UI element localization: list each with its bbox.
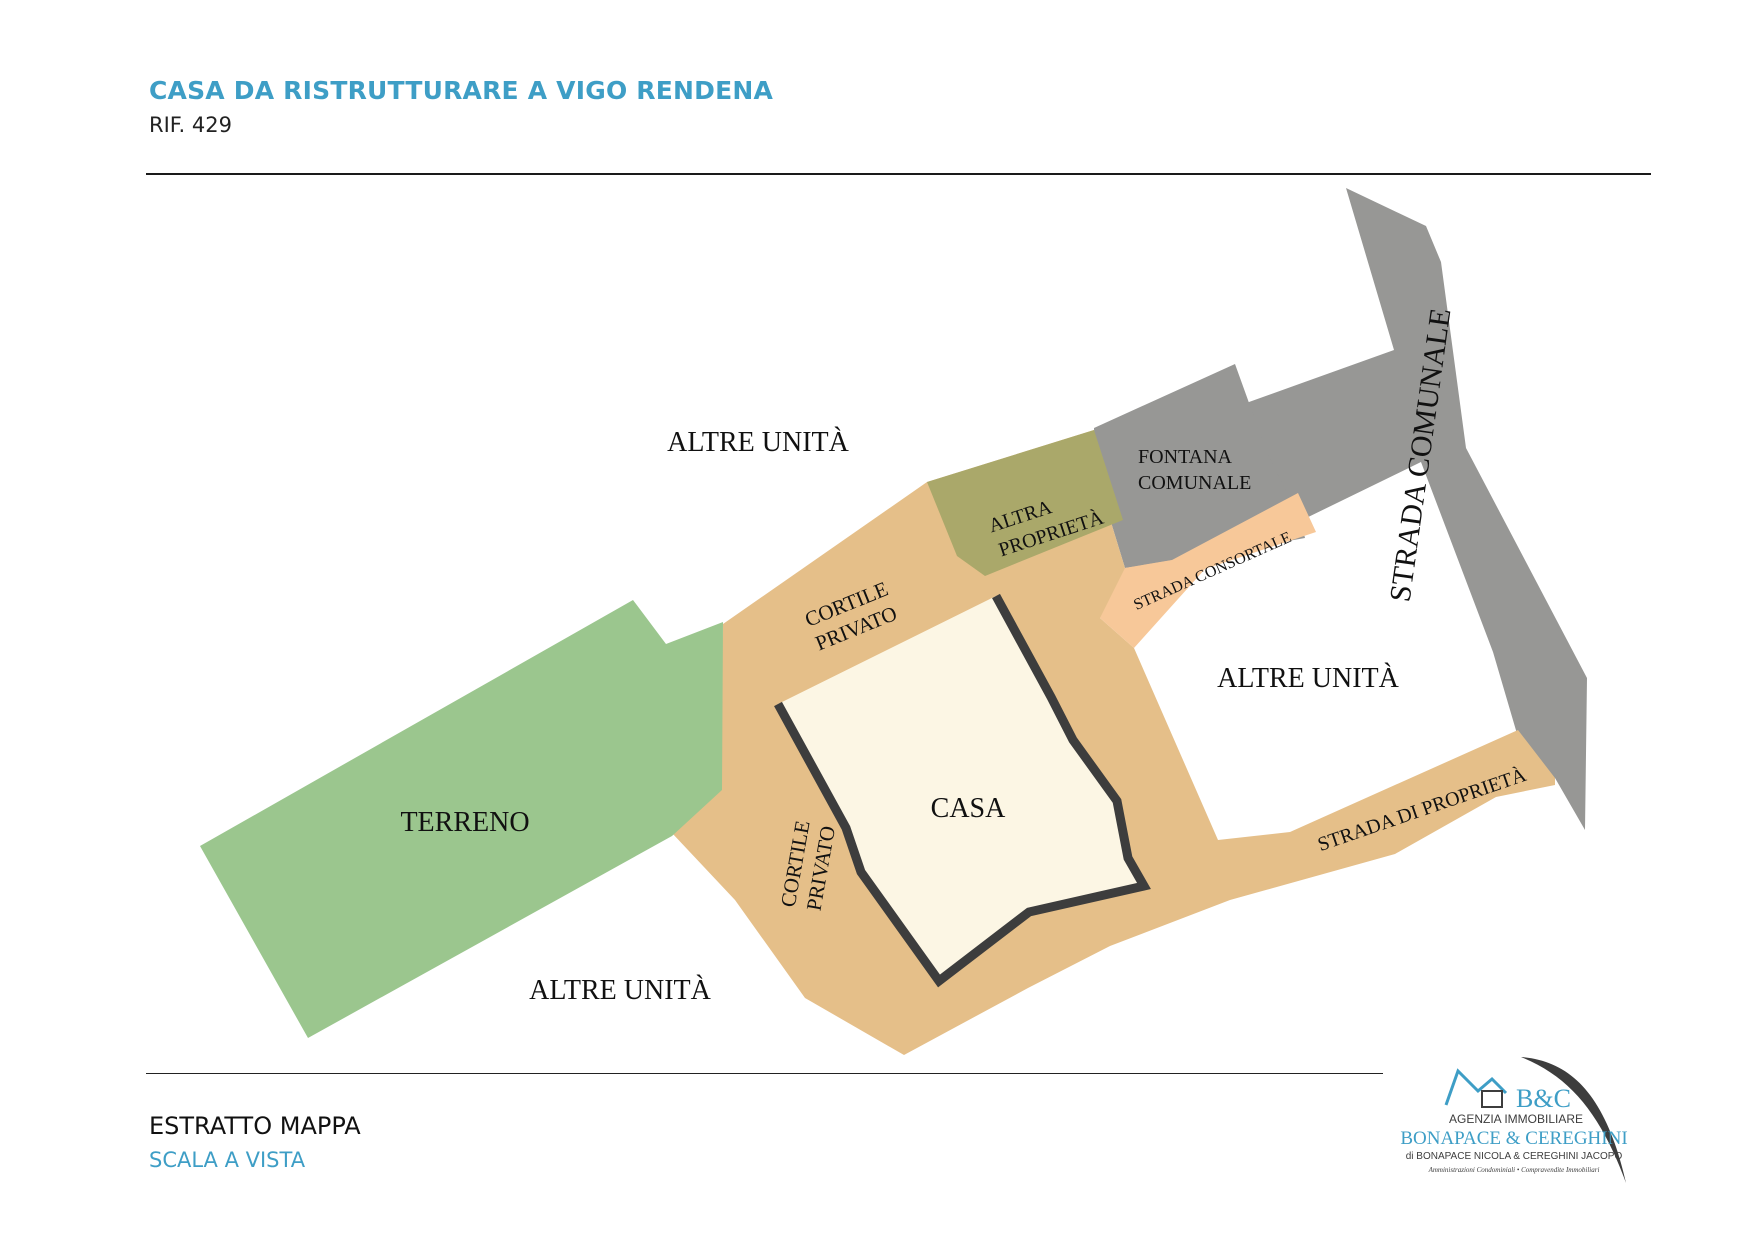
terreno-area — [200, 600, 723, 1038]
label-fontana-2: COMUNALE — [1138, 472, 1251, 494]
reference-number: RIF. 429 — [149, 113, 232, 137]
logo-swoosh-icon — [1521, 1057, 1626, 1183]
label-terreno: TERRENO — [400, 807, 529, 838]
label-altre-unita-right: ALTRE UNITÀ — [1217, 663, 1400, 694]
fontana-comunale-area — [1094, 364, 1305, 568]
label-altre-unita-bottom: ALTRE UNITÀ — [529, 975, 712, 1006]
map-type-title: ESTRATTO MAPPA — [149, 1112, 361, 1140]
map-scale: SCALA A VISTA — [149, 1148, 306, 1172]
logo-line4: Amministrazioni Condominiali • Compraven… — [1428, 1166, 1600, 1174]
label-fontana-1: FONTANA — [1138, 446, 1233, 468]
agency-logo: B&C AGENZIA IMMOBILIARE BONAPACE & CEREG… — [1400, 1057, 1628, 1183]
page-title: CASA DA RISTRUTTURARE A VIGO RENDENA — [149, 76, 774, 105]
strada-consortale-area — [1100, 493, 1316, 648]
label-altre-unita-top: ALTRE UNITÀ — [667, 427, 850, 458]
logo-house-icon — [1444, 1068, 1508, 1106]
logo-house-window-icon — [1481, 1090, 1503, 1108]
logo-line2: BONAPACE & CEREGHINI — [1400, 1128, 1627, 1149]
logo-line1: AGENZIA IMMOBILIARE — [1449, 1112, 1583, 1126]
casa-building — [774, 593, 1151, 988]
logo-line3: di BONAPACE NICOLA & CEREGHINI JACOPO — [1406, 1151, 1623, 1162]
altra-proprieta-area — [927, 430, 1123, 576]
header-divider — [146, 173, 1651, 175]
logo-mark: B&C — [1516, 1084, 1571, 1113]
footer-divider — [146, 1073, 1383, 1074]
label-casa: CASA — [931, 793, 1006, 824]
